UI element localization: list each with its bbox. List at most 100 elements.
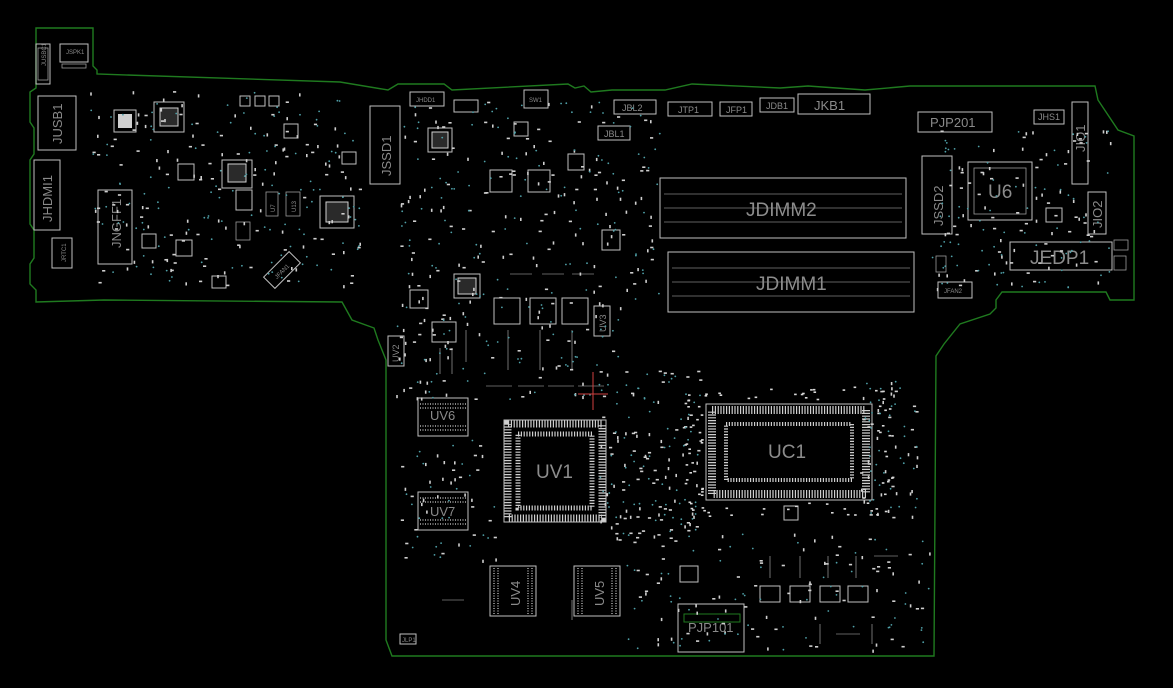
pjp201-label: PJP201 <box>930 115 976 130</box>
smd-pad <box>663 508 667 510</box>
smd-pad <box>429 274 431 279</box>
smd-pad <box>862 418 866 421</box>
smd-pad <box>313 237 317 240</box>
smd-pad <box>582 395 584 400</box>
smd-pad <box>848 563 853 566</box>
smd-pad <box>863 500 866 504</box>
via <box>944 265 947 268</box>
smd-pad <box>622 234 626 236</box>
smd-pad <box>909 492 912 496</box>
smd-pad <box>670 372 674 375</box>
smd-pad <box>136 150 140 152</box>
smd-pad <box>217 275 219 279</box>
via <box>614 228 617 231</box>
via <box>263 226 266 229</box>
via <box>285 194 288 197</box>
via <box>520 357 523 360</box>
smd-pad <box>1005 261 1008 265</box>
via <box>890 506 892 509</box>
smd-pad <box>423 318 426 323</box>
via <box>571 111 573 114</box>
via <box>679 644 681 647</box>
smd-pad <box>887 509 890 513</box>
smd-pad <box>1093 230 1096 234</box>
smd-pad <box>688 394 691 396</box>
bottom-right-power-parts <box>442 505 898 644</box>
via <box>306 206 308 209</box>
smd-pad <box>638 532 642 535</box>
smd-pad <box>436 269 440 272</box>
smd-pad <box>424 188 426 192</box>
smd-pad <box>691 512 694 516</box>
smd-pad <box>506 137 510 140</box>
smd-pad <box>787 592 791 595</box>
smd-pad <box>661 381 665 383</box>
smd-pad <box>481 454 484 459</box>
via <box>647 477 650 480</box>
smd-pad <box>1078 138 1082 140</box>
via <box>418 450 421 453</box>
via <box>416 535 419 538</box>
via <box>487 344 490 347</box>
via <box>903 435 906 438</box>
via <box>631 107 634 109</box>
smd-pad <box>425 358 427 363</box>
smd-pad <box>838 545 842 548</box>
smd-pad <box>809 645 813 647</box>
smd-pad <box>499 296 503 299</box>
via <box>495 107 498 110</box>
smd-pad <box>418 300 420 304</box>
via <box>401 225 403 227</box>
smd-pad <box>413 220 417 222</box>
via <box>1015 185 1017 188</box>
smd-pad <box>887 480 890 483</box>
via-layer <box>90 91 1111 651</box>
smd-pad <box>877 409 880 413</box>
smd-pad <box>861 556 864 560</box>
smd-pad <box>751 628 755 630</box>
smd-pad <box>350 275 354 277</box>
smd-pad <box>958 166 961 170</box>
smd-pad <box>447 341 449 345</box>
via <box>441 517 444 519</box>
smd-pad <box>425 462 427 467</box>
via <box>692 549 695 552</box>
smd-pad <box>573 149 576 153</box>
smd-pad <box>551 302 555 305</box>
via <box>1017 131 1020 133</box>
smd-pad <box>419 195 421 199</box>
via <box>829 585 832 588</box>
via <box>680 638 683 640</box>
smd-pad <box>547 248 551 251</box>
via <box>466 380 469 382</box>
smd-pad <box>870 423 874 425</box>
via <box>652 248 655 251</box>
smd-pad <box>657 534 661 536</box>
smd-pad <box>700 442 704 444</box>
via <box>927 587 930 590</box>
smd-pad <box>188 145 192 148</box>
smd-pad <box>537 316 539 320</box>
smd-pad <box>466 322 469 326</box>
smd-pad <box>968 182 972 184</box>
smd-pad <box>144 114 148 117</box>
smd-pad <box>513 123 517 125</box>
via <box>1057 164 1059 166</box>
via <box>931 256 934 259</box>
via <box>966 207 969 210</box>
smd-pad <box>920 607 925 610</box>
via <box>623 437 626 439</box>
smd-pad <box>485 192 489 194</box>
via <box>417 158 419 161</box>
via <box>669 530 672 533</box>
smd-pad <box>340 171 344 173</box>
smd-pad <box>199 280 203 283</box>
smd-pad <box>417 285 421 287</box>
via <box>673 437 676 439</box>
via <box>405 493 408 496</box>
smd-pad <box>877 430 880 432</box>
via <box>191 123 194 126</box>
smd-pad <box>582 382 584 386</box>
smd-pad <box>403 388 405 393</box>
smd-pad <box>754 585 758 587</box>
